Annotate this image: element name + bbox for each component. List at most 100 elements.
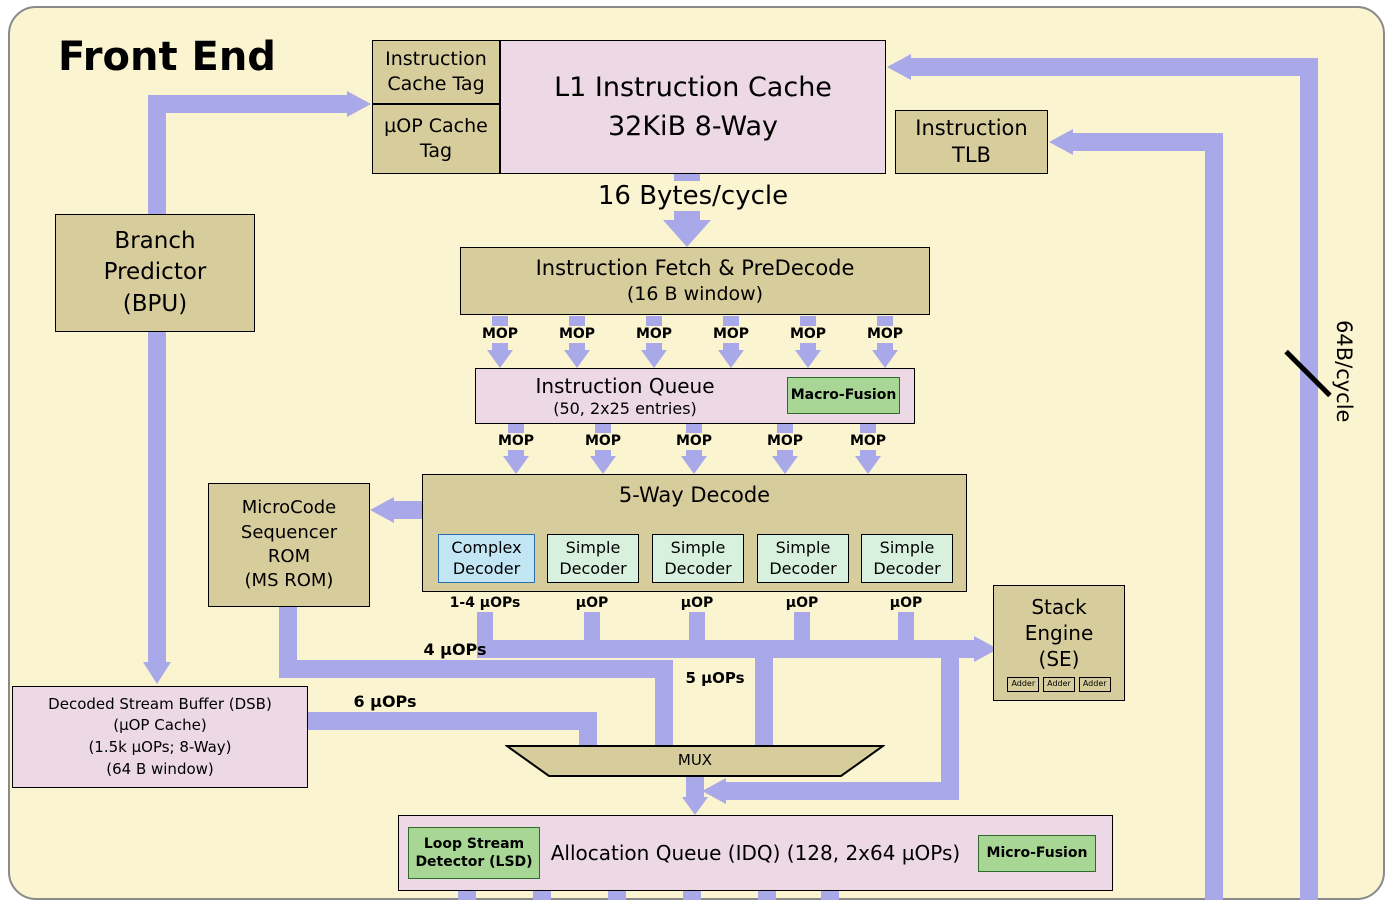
mux-to-idq-arrowhead-icon (682, 797, 708, 815)
decode-to-msrom-arrow (392, 501, 422, 519)
branch-predictor-box: Branch Predictor (BPU) (55, 214, 255, 332)
simple-decoder-line1: Simple (565, 537, 621, 557)
bpu-line1: Branch (114, 228, 196, 255)
uop-label: µOP (680, 595, 714, 611)
decoder-output-line (689, 612, 705, 648)
mop-label: MOP (859, 326, 911, 343)
mop-label: MOP (842, 433, 894, 450)
simple-decoder-line2: Decoder (559, 558, 627, 578)
simple-decoder-box: Simple Decoder (652, 534, 744, 583)
bpu-vertical-upper-line (148, 95, 166, 214)
mop-label: MOP (490, 433, 542, 450)
simple-decoder-box: Simple Decoder (861, 534, 953, 583)
complex-decoder-output-label: 1-4 µOPs (449, 595, 521, 611)
mop-arrowhead-icon (718, 350, 744, 368)
mop-label: MOP (577, 433, 629, 450)
l1-cache-line1: L1 Instruction Cache (554, 71, 832, 103)
mop-arrowhead-icon (590, 456, 616, 474)
mop-arrowhead-icon (681, 456, 707, 474)
mop-label: MOP (782, 326, 834, 343)
itlb-line2: TLB (952, 143, 991, 167)
stack-engine-box: Stack Engine (SE) Adder Adder Adder (993, 585, 1125, 701)
itlb-line1: Instruction (915, 115, 1028, 140)
dsb-to-mux-horizontal (308, 712, 597, 730)
micro-fusion-label: Micro-Fusion (986, 845, 1088, 862)
msrom-bandwidth-label: 4 µOPs (423, 640, 487, 659)
bpu-line3: (BPU) (122, 290, 188, 317)
adder-box: Adder (1043, 677, 1075, 692)
simple-decoder-box: Simple Decoder (757, 534, 849, 583)
ms-rom-box: MicroCode Sequencer ROM (MS ROM) (208, 483, 370, 607)
iq-line2: (50, 2x25 entries) (553, 398, 697, 418)
mux: MUX (503, 745, 887, 777)
uop-label: µOP (785, 595, 819, 611)
stack-engine-line3: (SE) (1038, 647, 1080, 672)
simple-decoder-box: Simple Decoder (547, 534, 639, 583)
dsb-bandwidth-label: 6 µOPs (353, 692, 417, 711)
bpu-to-tags-arrow (157, 95, 347, 113)
simple-decoder-line1: Simple (775, 537, 831, 557)
idq-label: Allocation Queue (IDQ) (128, 2x64 µOPs) (550, 841, 961, 865)
itlb-feedback-vertical (1205, 133, 1223, 900)
decode-to-mux-line (755, 649, 773, 745)
uop-label: µOP (575, 595, 609, 611)
lsd-line2: Detector (LSD) (415, 854, 533, 870)
dsb-line2: (µOP Cache) (113, 716, 207, 735)
mop-label: MOP (668, 433, 720, 450)
page-title: Front End (58, 34, 276, 80)
idq-output-stub (533, 891, 551, 900)
idq-output-stub (683, 891, 701, 900)
mop-label: MOP (474, 326, 526, 343)
stack-engine-output-line (941, 649, 959, 800)
dsb-line4: (64 B window) (106, 759, 214, 778)
simple-decoder-line2: Decoder (769, 558, 837, 578)
mop-arrowhead-icon (772, 456, 798, 474)
mux-to-idq-arrow (686, 777, 704, 799)
l1-instruction-cache-box: L1 Instruction Cache 32KiB 8-Way (500, 40, 886, 174)
uop-cache-tag-line1: µOP Cache (384, 115, 488, 138)
adder-row: Adder Adder Adder (1007, 677, 1111, 692)
decode-box: 5-Way Decode Complex Decoder Simple Deco… (422, 474, 967, 592)
bpu-to-dsb-line (148, 332, 166, 662)
mop-arrowhead-icon (872, 350, 898, 368)
mop-arrowhead-icon (641, 350, 667, 368)
complex-decoder-line2: Decoder (452, 558, 521, 578)
l1-fill-horizontal (910, 58, 1318, 76)
mop-label: MOP (759, 433, 811, 450)
stack-engine-line1: Stack (1031, 595, 1087, 620)
idq-output-stub (758, 891, 776, 900)
l1-to-fetch-arrowhead-icon (663, 220, 711, 247)
decode-title: 5-Way Decode (618, 483, 771, 507)
bpu-to-dsb-arrowhead-icon (143, 662, 171, 684)
lsd-line1: Loop Stream (423, 835, 525, 852)
decoder-output-bus (477, 640, 914, 658)
decode-bandwidth-label: 5 µOPs (685, 669, 745, 687)
dsb-box: Decoded Stream Buffer (DSB) (µOP Cache) … (12, 686, 308, 788)
uop-cache-tag-box: µOP Cache Tag (372, 104, 500, 174)
msrom-line1: MicroCode (241, 497, 337, 519)
fetch-bandwidth-label: 16 Bytes/cycle (568, 181, 818, 211)
idq-output-stub (458, 891, 476, 900)
simple-decoder-line2: Decoder (664, 558, 732, 578)
l1-fill-vertical (1300, 58, 1318, 900)
dsb-to-mux-vertical (579, 712, 597, 745)
fetch-line1: Instruction Fetch & PreDecode (535, 256, 855, 280)
decoder-output-line (477, 612, 493, 648)
itlb-feedback-arrowhead-icon (1049, 129, 1073, 155)
l1-fill-bandwidth-label: 64B/cycle (1332, 320, 1356, 423)
msrom-to-mux-line (655, 660, 673, 745)
idq-output-stub (608, 891, 626, 900)
itlb-feedback-horizontal (1071, 133, 1223, 151)
bpu-line2: Predictor (103, 259, 207, 286)
macro-fusion-box: Macro-Fusion (787, 377, 900, 414)
instruction-cache-tag-box: Instruction Cache Tag (372, 40, 500, 104)
macro-fusion-label: Macro-Fusion (790, 387, 897, 404)
uop-label: µOP (889, 595, 923, 611)
decoder-output-line (794, 612, 810, 648)
simple-decoder-line1: Simple (670, 537, 726, 557)
bpu-to-tags-arrowhead-icon (347, 91, 371, 117)
simple-decoder-line2: Decoder (873, 558, 941, 578)
iq-line1: Instruction Queue (535, 373, 715, 398)
mop-label: MOP (705, 326, 757, 343)
